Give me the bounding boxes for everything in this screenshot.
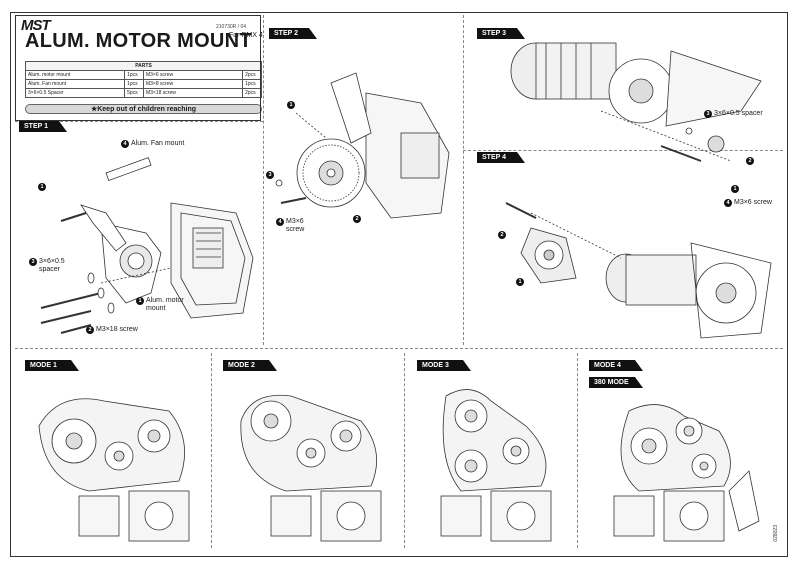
mode3-heading: MODE 3: [417, 360, 471, 371]
step1-heading: STEP 1: [19, 121, 67, 132]
callout-number: 4: [276, 218, 284, 226]
divider: [577, 353, 578, 548]
mode1-drawing: [38, 398, 190, 542]
callout-s3-1: 1: [731, 185, 739, 193]
mode4-subheading: 380 MODE: [589, 377, 643, 388]
callout-number: 1: [136, 297, 144, 305]
step3-exploded-drawing: [510, 42, 762, 162]
callout-motor-mount: 1 Alum. motor mount: [136, 297, 184, 313]
callout-screw-m3x18: 2 M3×18 screw: [86, 326, 138, 334]
step2-exploded-drawing: [275, 72, 450, 219]
mode4-heading: MODE 4: [589, 360, 643, 371]
callout-number: 1: [516, 278, 524, 286]
callout-s4-1: 1: [516, 278, 524, 286]
callout-number: 1: [38, 183, 46, 191]
mode2-heading: MODE 2: [223, 360, 277, 371]
callout-screw-m3x6: 4 M3×6 screw: [276, 218, 304, 234]
divider: [15, 121, 263, 122]
callout-number: 2: [746, 157, 754, 165]
callout-s3-spacer: 3 3×6×0.5 spacer: [704, 110, 763, 118]
page-title: ALUM. MOTOR MOUNT: [25, 30, 252, 52]
step4-heading: STEP 4: [477, 152, 525, 163]
callout-number: 2: [353, 215, 361, 223]
divider: [211, 353, 212, 548]
divider: [463, 150, 783, 151]
callout-spacer: 3 3×6×0.5 spacer: [29, 258, 65, 274]
instruction-sheet: MST 210730R / 04 For RMX 4 ALUM. MOTOR M…: [10, 12, 788, 557]
part-qty: 2pcs: [242, 88, 262, 98]
callout-s3-2: 2: [746, 157, 754, 165]
callout-label: M3×6 screw: [286, 218, 305, 233]
vertical-code: 028023: [773, 525, 779, 542]
part-name: M3×18 screw: [142, 88, 244, 98]
callout-s3-screw: 4 M3×6 screw: [724, 199, 772, 207]
callout-label: 3×6×0.5 spacer: [39, 258, 65, 273]
divider: [404, 353, 405, 548]
callout-number: 1: [731, 185, 739, 193]
callout-s2-1: 1: [287, 101, 295, 109]
mode1-heading: MODE 1: [25, 360, 79, 371]
step2-heading: STEP 2: [269, 28, 317, 39]
callout-s2-3: 3: [266, 171, 274, 179]
callout-s4-2: 2: [498, 231, 506, 239]
mode2-drawing: [240, 394, 382, 542]
model-line: For RMX 4: [229, 32, 263, 39]
divider: [463, 15, 464, 345]
callout-number: 4: [121, 140, 129, 148]
callout-number: 1: [287, 101, 295, 109]
callout-fan-mount: 4 Alum. Fan mount: [121, 140, 184, 148]
callout-number: 3: [704, 110, 712, 118]
step1-exploded-drawing: [40, 157, 254, 334]
callout-number: 4: [724, 199, 732, 207]
callout-label: M3×18 screw: [96, 326, 138, 333]
mode3-drawing: [440, 389, 552, 542]
part-name: 3×6×0.5 Spacer: [24, 88, 126, 98]
warning-banner: ★Keep out of children reaching: [25, 104, 262, 114]
callout-s2-2: 2: [353, 215, 361, 223]
doc-code: 210730R / 04: [216, 24, 247, 30]
callout-label: Alum. motor mount: [146, 297, 184, 312]
mode4-drawing: [613, 404, 760, 542]
callout-number: 2: [86, 326, 94, 334]
callout-1: 1: [38, 183, 46, 191]
header-box: [15, 15, 261, 121]
brand-logo: MST: [21, 17, 51, 34]
callout-number: 3: [266, 171, 274, 179]
table-row: Alum. Fan mount 1pcs M3×8 screw 1pcs: [24, 79, 262, 89]
parts-table: PARTS Alum. motor mount 1pcs M3×6 screw …: [24, 61, 262, 98]
callout-number: 3: [29, 258, 37, 266]
table-row: 3×6×0.5 Spacer 5pcs M3×18 screw 2pcs: [24, 88, 262, 98]
callout-number: 2: [498, 231, 506, 239]
divider: [263, 15, 264, 345]
step4-exploded-drawing: [505, 202, 772, 339]
divider: [15, 348, 783, 349]
callout-label: Alum. Fan mount: [131, 140, 185, 147]
callout-label: M3×6 screw: [734, 199, 772, 206]
callout-label: 3×6×0.5 spacer: [714, 110, 763, 117]
step3-heading: STEP 3: [477, 28, 525, 39]
